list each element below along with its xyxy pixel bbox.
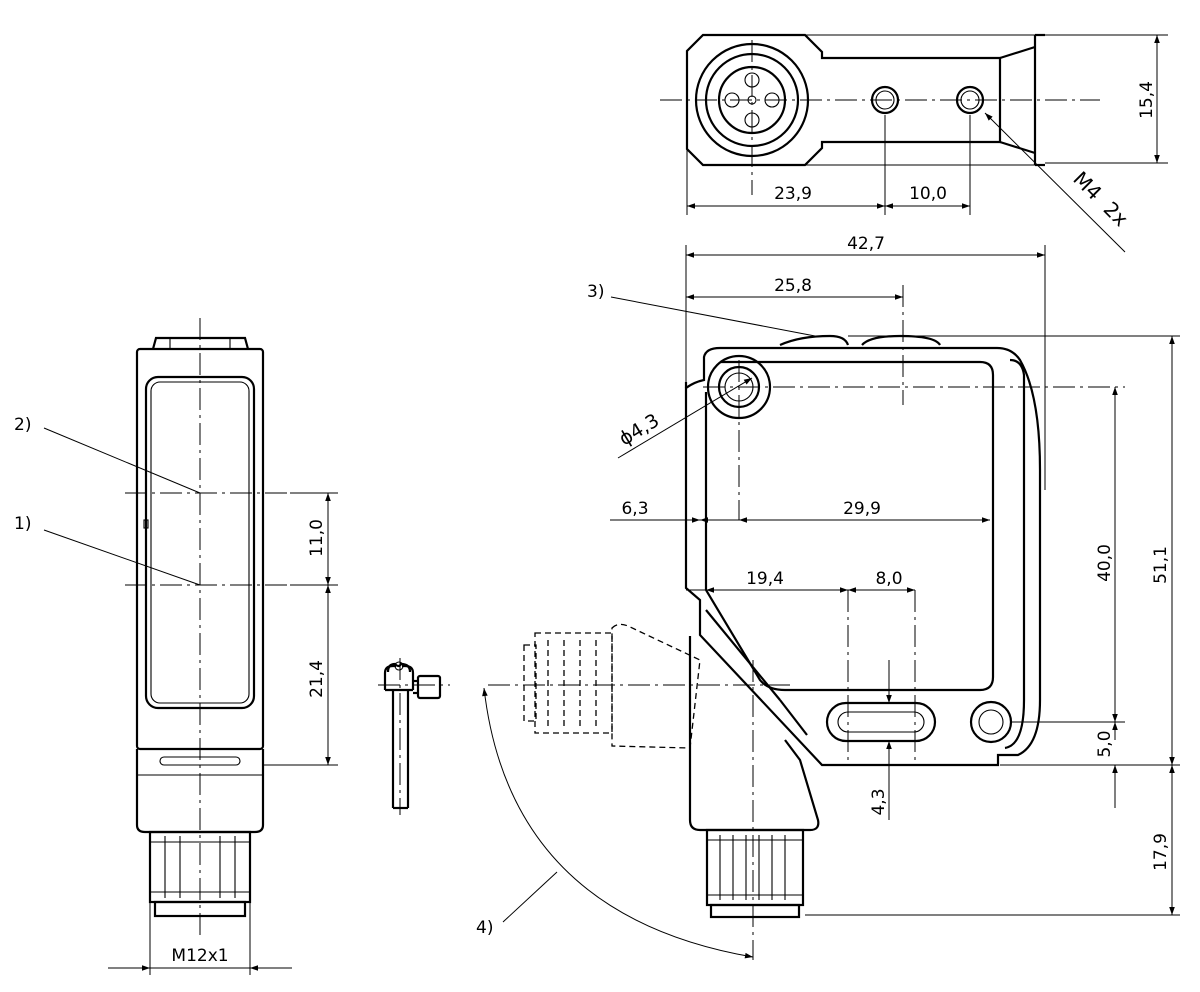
dim-21-4: 21,4 bbox=[307, 660, 327, 698]
mount-slot bbox=[825, 701, 937, 743]
dim-17-9: 17,9 bbox=[1151, 833, 1171, 871]
dim-5-0: 5,0 bbox=[1095, 730, 1115, 757]
cable-connector-detail bbox=[378, 658, 450, 815]
dim-10-0: 10,0 bbox=[909, 184, 947, 204]
top-view bbox=[660, 33, 1168, 253]
rotation-arc bbox=[482, 687, 754, 959]
rotated-connector-phantom bbox=[611, 623, 701, 749]
dim-42-7: 42,7 bbox=[847, 234, 885, 254]
dim-40-0: 40,0 bbox=[1095, 544, 1115, 582]
front-view-inner-face bbox=[704, 360, 995, 692]
dim-29-9: 29,9 bbox=[843, 499, 881, 519]
top-view-body-outline bbox=[685, 33, 1002, 167]
front-view-connector-elbow bbox=[688, 636, 820, 832]
dim-25-8: 25,8 bbox=[774, 276, 812, 296]
dim-m12x1: M12x1 bbox=[171, 946, 228, 966]
front-view bbox=[482, 245, 1180, 960]
dim-23-9: 23,9 bbox=[774, 184, 812, 204]
dim-11-0: 11,0 bbox=[307, 519, 327, 557]
dim-8-0: 8,0 bbox=[875, 569, 902, 589]
callout-1: 1) bbox=[14, 514, 31, 534]
leader-1 bbox=[43, 529, 201, 586]
callout-2: 2) bbox=[14, 415, 31, 435]
leader-3 bbox=[610, 296, 816, 337]
dim-phi-4-3: ϕ4,3 bbox=[615, 409, 663, 450]
leader-2 bbox=[43, 427, 201, 494]
leader-phi-4-3 bbox=[617, 377, 753, 459]
dimension-labels: 15,4 23,9 10,0 M4 2x 42,7 25,8 ϕ4,3 6,3 … bbox=[14, 81, 1171, 966]
front-view-connector-thread bbox=[705, 828, 805, 907]
dim-19-4: 19,4 bbox=[746, 569, 784, 589]
dim-m4-2x: M4 2x bbox=[1068, 167, 1133, 232]
callout-4: 4) bbox=[476, 918, 493, 938]
dim-15-4: 15,4 bbox=[1137, 81, 1157, 119]
callout-3: 3) bbox=[587, 282, 604, 302]
dim-51-1: 51,1 bbox=[1151, 546, 1171, 584]
side-view bbox=[43, 318, 338, 975]
leader-4 bbox=[502, 871, 558, 923]
leader-m4 bbox=[984, 112, 1126, 253]
dim-4-3: 4,3 bbox=[869, 788, 889, 815]
dim-6-3: 6,3 bbox=[621, 499, 648, 519]
mount-hole-bottom bbox=[969, 700, 1013, 744]
